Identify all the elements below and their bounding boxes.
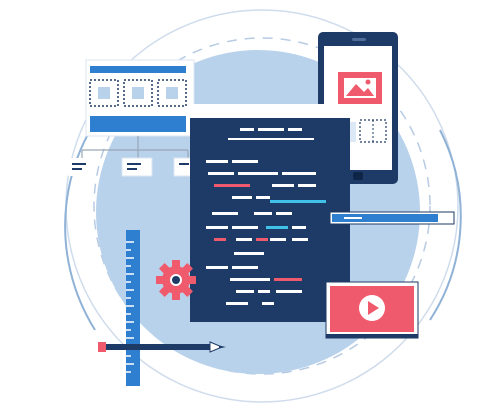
ruler-body: [126, 230, 140, 386]
ruler-icon: [126, 230, 140, 386]
code-line: [232, 160, 258, 163]
code-line: [226, 302, 248, 305]
sitemap-node-2-line: [127, 163, 141, 165]
code-line-highlight: [256, 238, 268, 241]
play-icon: [359, 295, 385, 321]
gear-icon: [156, 260, 196, 300]
video-player: [325, 281, 419, 339]
video-bottom-bar: [326, 334, 418, 338]
code-line: [256, 196, 270, 199]
input-bar-fill: [332, 214, 438, 222]
editor-body: [190, 118, 350, 322]
wireframe-header-bar: [90, 66, 186, 73]
title-underline: [228, 138, 314, 140]
title-line-3: [288, 128, 302, 131]
gear-hole: [172, 276, 180, 284]
pencil-eraser: [98, 342, 106, 352]
code-line: [232, 226, 258, 229]
code-editor: [190, 104, 350, 322]
code-line: [254, 212, 272, 215]
gear-tooth: [172, 292, 180, 300]
thumb-1-fill: [98, 87, 110, 99]
phone-placeholder-box: [359, 119, 387, 143]
code-line: [282, 172, 316, 175]
code-line: [298, 184, 316, 187]
ruler-ticks: [126, 241, 134, 373]
thumb-2-fill: [132, 87, 144, 99]
code-line: [212, 212, 238, 215]
wireframe-footer-bar: [90, 116, 186, 132]
code-line-highlight: [214, 184, 250, 187]
title-line-2: [258, 128, 284, 131]
code-line: [270, 238, 286, 241]
code-line-highlight: [274, 278, 302, 281]
code-line: [262, 302, 274, 305]
code-lines: [206, 160, 326, 305]
code-line: [276, 212, 292, 215]
code-line: [206, 160, 228, 163]
wireframe-thumbnails: [89, 79, 187, 107]
code-line: [292, 238, 308, 241]
code-line-cyan: [270, 200, 326, 203]
thumb-3-fill: [166, 87, 178, 99]
sitemap-node-2: [121, 157, 153, 177]
wireframe-card: [85, 59, 195, 137]
input-bar-text: [344, 217, 362, 219]
background-rings: [64, 9, 462, 403]
gear-tooth: [156, 276, 164, 284]
pencil-lead: [219, 345, 226, 349]
code-line: [232, 196, 252, 199]
title-line-1: [240, 128, 254, 131]
code-line: [208, 172, 234, 175]
image-mountains: [346, 84, 374, 96]
code-line: [258, 290, 270, 293]
arc-right: [429, 129, 462, 321]
play-triangle: [368, 301, 379, 315]
code-line-cyan: [266, 226, 288, 229]
pencil-tip: [209, 341, 224, 353]
image-icon: [338, 72, 382, 104]
code-line: [272, 184, 294, 187]
code-line-highlight: [214, 238, 226, 241]
image-sun: [365, 79, 371, 85]
code-line: [238, 172, 278, 175]
code-line: [276, 290, 302, 293]
sitemap-node-1: [68, 158, 96, 176]
pencil-body: [106, 344, 210, 350]
dashed-ring: [93, 37, 431, 375]
code-line: [292, 226, 306, 229]
code-line: [206, 226, 228, 229]
phone: [318, 32, 398, 184]
code-line: [230, 278, 270, 281]
input-bar: [329, 211, 455, 225]
sitemap-node-3-line: [179, 163, 189, 165]
sitemap-node-1-line: [72, 163, 86, 165]
phone-home-button: [353, 172, 363, 180]
code-line: [236, 290, 254, 293]
editor-titlebar: [192, 104, 350, 120]
code-line: [236, 238, 252, 241]
code-line: [234, 252, 264, 255]
pencil-icon: [98, 341, 226, 353]
code-line: [206, 266, 228, 269]
gear-tooth: [172, 260, 180, 268]
sitemap-node-2-line-2: [127, 168, 137, 170]
gear-tooth: [188, 276, 196, 284]
sitemap-lines: [81, 136, 189, 158]
sitemap-node-1-line-2: [72, 168, 82, 170]
editor-title-lines: [228, 128, 314, 140]
phone-speaker: [352, 38, 366, 41]
code-line: [232, 266, 258, 269]
